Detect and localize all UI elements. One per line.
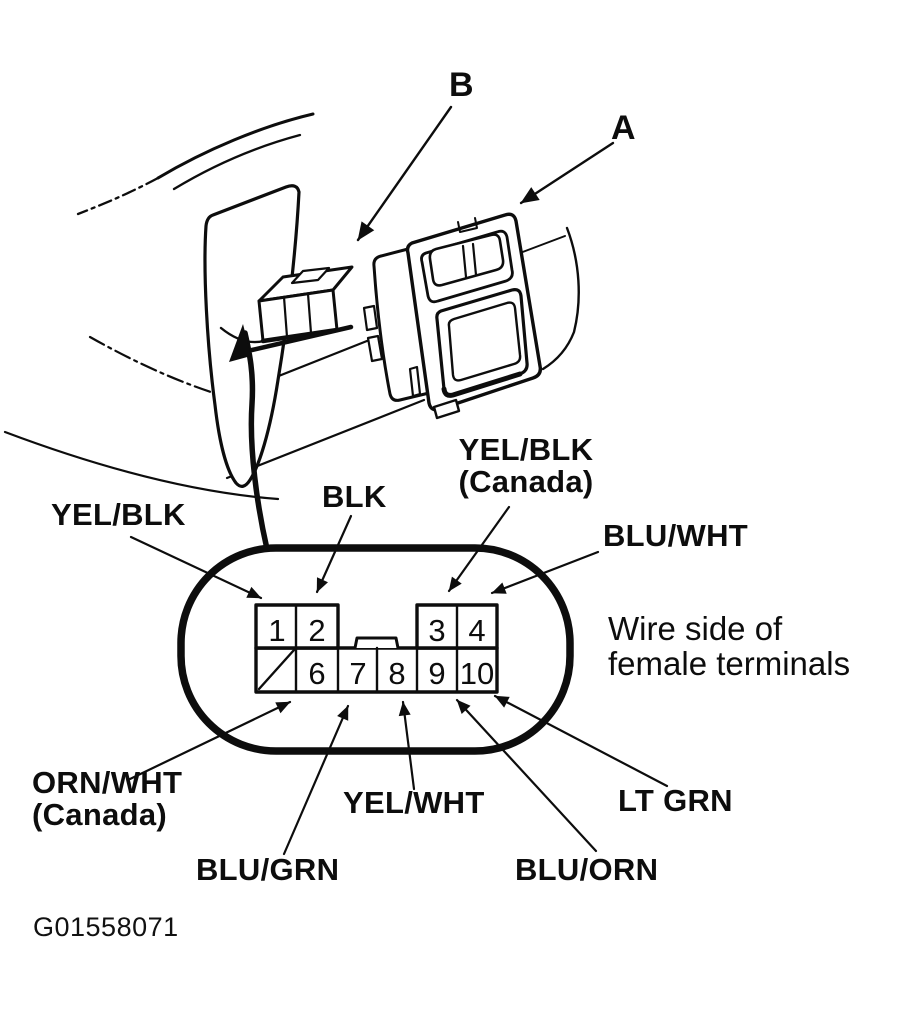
wire-side-note-line2: female terminals (608, 645, 851, 682)
leader-blu-orn (455, 698, 598, 853)
figure-code: G01558071 (33, 912, 179, 942)
leader-blu-wht (490, 550, 600, 595)
connector-face-diagram: 1 2 3 4 6 7 8 9 10 (128, 505, 669, 856)
wire-label-blu-wht: BLU/WHT (603, 518, 749, 553)
wire-label-orn-wht-canada: ORN/WHT (Canada) (32, 767, 182, 831)
leader-lt-grn (493, 694, 669, 788)
pin-10-number: 10 (460, 656, 494, 691)
pin-6-number: 6 (308, 656, 325, 691)
pin-9-number: 9 (428, 656, 445, 691)
wire-label-blk: BLK (322, 479, 387, 514)
lower-left-dash-dot-contour (88, 335, 239, 402)
wire-label-blu-orn: BLU/ORN (515, 852, 659, 887)
callout-a-label: A (611, 109, 636, 147)
pillar-contour-line (156, 112, 315, 180)
unused-cavity-diagonal (257, 648, 296, 691)
switch-rocker-divider (461, 244, 468, 279)
switch-lower-pad-thick-edge (441, 371, 523, 398)
pin-4-number: 4 (468, 613, 485, 648)
wire-label-yel-blk-canada-line1: YEL/BLK (458, 432, 594, 467)
leader-yel-blk (129, 535, 263, 600)
pin-2-number: 2 (308, 613, 325, 648)
wire-side-note-line1: Wire side of (608, 610, 783, 647)
leader-blk (315, 514, 353, 594)
pin-7-number: 7 (349, 656, 366, 691)
wire-side-note: Wire side of female terminals (608, 611, 850, 681)
wire-label-yel-wht: YEL/WHT (343, 785, 485, 820)
connector-b-cavity-divider2 (306, 292, 313, 335)
switch-rocker-divider2 (471, 242, 478, 277)
wire-label-orn-wht-canada-line2: (Canada) (32, 797, 168, 832)
leader-blu-grn (282, 704, 350, 856)
wire-label-yel-blk-canada-line2: (Canada) (458, 464, 594, 499)
wire-label-leaders (128, 505, 669, 856)
switch-bezel-top-notch (457, 217, 478, 233)
switch-a-illustration (362, 212, 543, 420)
switch-side-clip (362, 304, 379, 332)
wire-label-lt-grn: LT GRN (618, 783, 733, 818)
wire-label-yel-blk-canada: YEL/BLK (Canada) (448, 434, 604, 498)
callout-b-label: B (449, 66, 474, 104)
switch-side-clip2 (366, 334, 384, 363)
leader-orn-wht-canada (128, 700, 292, 781)
leader-yel-wht (398, 700, 416, 791)
connector-b-shadow-line (249, 324, 354, 353)
pin-numbers: 1 2 3 4 6 7 8 9 10 (268, 613, 494, 691)
wire-label-yel-blk: YEL/BLK (51, 497, 186, 532)
right-upper-surface-line (519, 235, 566, 254)
pin-8-number: 8 (388, 656, 405, 691)
surface-line-lower (225, 398, 426, 480)
pillar-contour-dashed-tail (76, 176, 160, 216)
pin-3-number: 3 (428, 613, 445, 648)
dashboard-illustration (3, 105, 615, 552)
connector-key-tab (353, 636, 400, 650)
callout-a-leader-arrow (519, 141, 615, 205)
switch-bezel-slot (408, 365, 422, 398)
switch-lower-pad-inner (447, 301, 522, 382)
mount-panel (203, 184, 301, 488)
connector-b-cavity-divider (282, 295, 289, 339)
connector-b-top-notch (290, 266, 331, 285)
pillar-contour-inner-line (172, 133, 302, 191)
pin-1-number: 1 (268, 613, 285, 648)
switch-side-face (372, 247, 431, 402)
connector-b-illustration (249, 265, 354, 353)
leader-yel-blk-canada (447, 505, 511, 593)
wire-label-orn-wht-canada-line1: ORN/WHT (32, 765, 183, 800)
switch-rocker (428, 233, 505, 287)
callout-b-leader-arrow (356, 105, 453, 242)
harness-wire-arrowhead (229, 324, 251, 362)
right-dashboard-contour (541, 226, 580, 371)
lower-left-contour-curve (3, 430, 280, 501)
wire-label-blu-grn: BLU/GRN (196, 852, 340, 887)
switch-mount-foot (432, 398, 461, 420)
